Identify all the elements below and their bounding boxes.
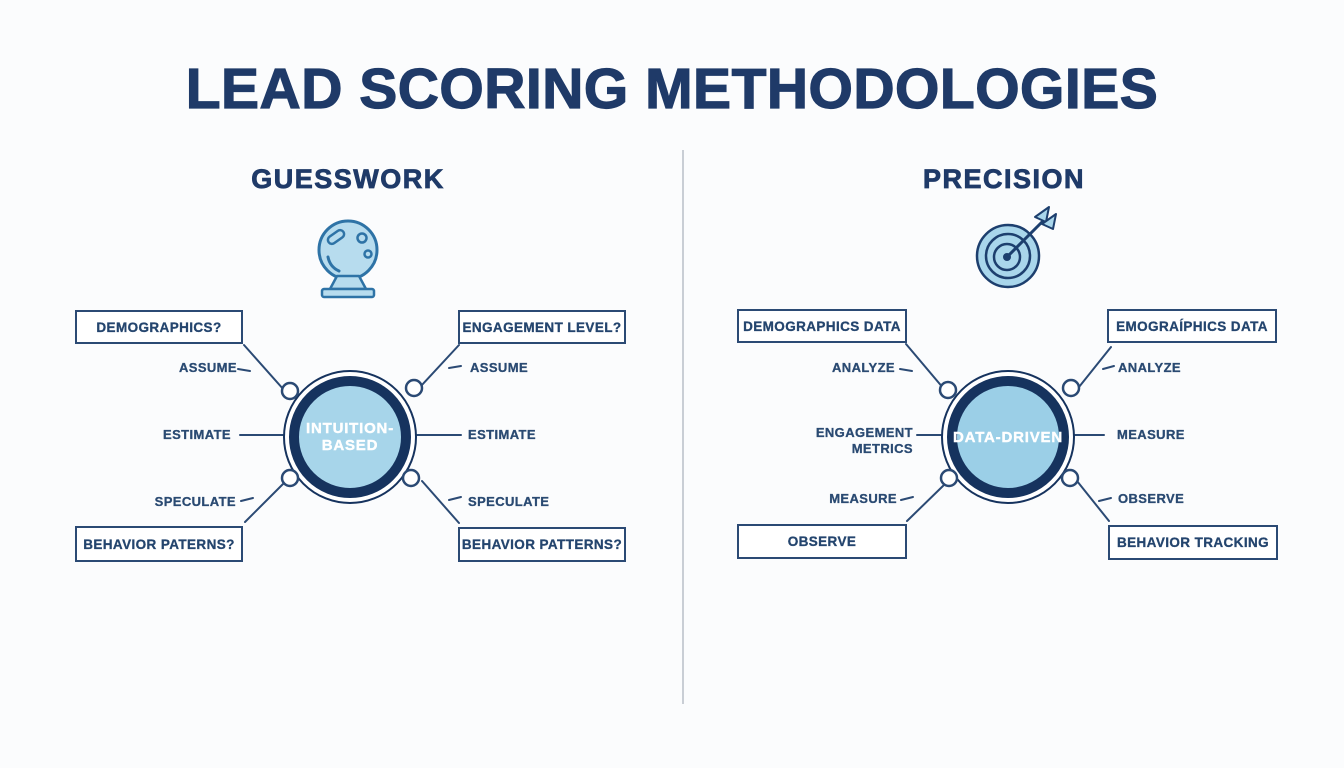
right-connector-lines [899,343,1115,522]
left-hub-circle [283,370,417,504]
target-icon [975,206,1057,289]
left-section-heading: GUESSWORK [251,164,445,195]
left-label-assume-right: ASSUME [470,360,529,375]
left-label-estimate-left: ESTIMATE [163,427,231,442]
left-box-demographics: DEMOGRAPHICS? [75,310,243,344]
right-node-dots [938,378,1081,488]
left-label-assume-upper: ASSUME [178,360,237,375]
right-label-analyze-left: ANALYZE [832,360,895,375]
right-label-measure-left: MEASURE [829,491,897,506]
left-label-estimate-right: ESTIMATE [468,427,536,442]
left-label-speculate-right: SPECULATE [468,494,550,509]
page-title: LEAD SCORING METHODOLOGIES [185,56,1159,121]
left-box-behavior-paterns: BEHAVIOR PATERNS? [75,526,243,562]
right-label-observe-right: OBSERVE [1118,491,1185,506]
right-box-demographics-data: DEMOGRAPHICS DATA [737,309,907,343]
right-box-behavior-tracking: BEHAVIOR TRACKING [1108,525,1278,560]
left-hub-label: INTUITION-BASED [306,420,394,454]
left-node-dots [280,378,424,488]
left-box-behavior-patterns: BEHAVIOR PATTERNS? [458,527,626,562]
right-box-observe: OBSERVE [737,524,907,559]
left-connector-lines [237,344,462,524]
right-section-heading: PRECISION [922,164,1086,195]
left-box-engagement-level: ENGAGEMENT LEVEL? [458,310,626,344]
right-box-emographics-data: EMOGRAÍPHICS DATA [1107,309,1277,343]
left-label-speculate-left: SPECULATE [154,494,236,509]
right-label-engagement-metrics: ENGAGEMENT METRICS [815,425,913,456]
right-hub-label: DATA-DRIVEN [953,429,1063,446]
crystal-ball-icon [317,219,379,299]
right-label-measure-right: MEASURE [1117,427,1185,442]
right-hub-circle [941,370,1075,504]
right-label-analyze-right: ANALYZE [1118,360,1181,375]
